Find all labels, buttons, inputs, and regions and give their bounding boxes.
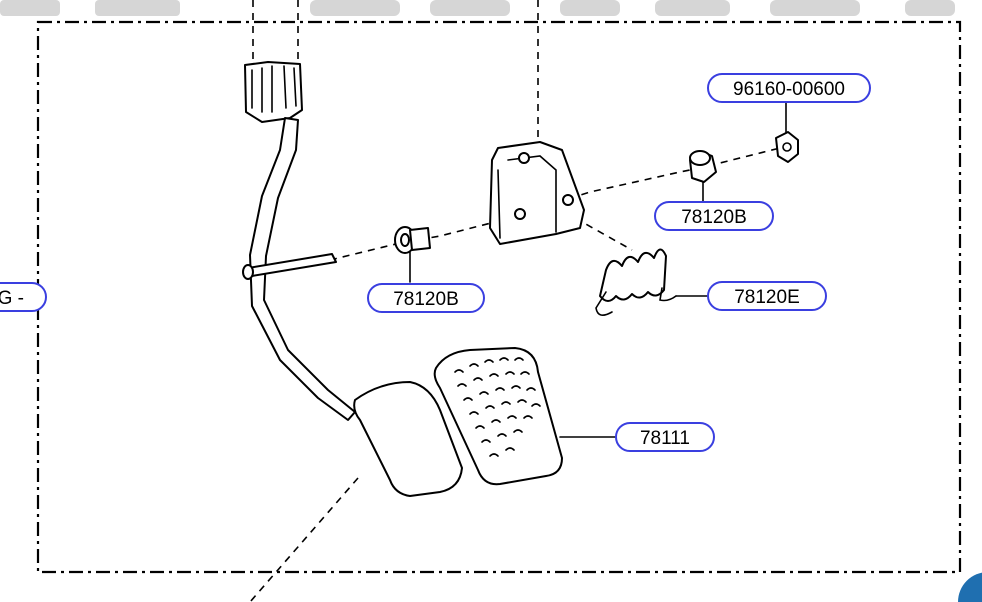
pedal-bracket	[489, 141, 585, 245]
right-bushing	[689, 150, 717, 183]
retaining-nut	[775, 131, 799, 163]
callout-label: 78120B	[681, 207, 747, 228]
callout-78111[interactable]: 78111	[615, 422, 715, 452]
watermark	[0, 0, 955, 16]
left-bushing	[394, 226, 431, 254]
corner-badge[interactable]	[958, 572, 982, 602]
callout-label: 78111	[640, 428, 690, 449]
callout-label: 78120B	[393, 289, 459, 310]
callout-label: 96160-00600	[733, 79, 845, 100]
torsion-spring	[595, 248, 677, 316]
pedal-plate	[353, 381, 463, 497]
pedal-pad-rubber	[433, 347, 563, 486]
callout-left-partial[interactable]: G -	[0, 282, 47, 312]
callout-78120b-left[interactable]: 78120B	[367, 283, 485, 313]
callout-leader-lines	[409, 99, 787, 438]
pedal-arm	[242, 61, 356, 421]
diagram-frame	[36, 20, 962, 574]
spring-leader-line	[574, 217, 633, 251]
top-leader-lines	[252, 0, 539, 150]
callout-label: 78120E	[734, 287, 800, 308]
callout-78120b-right[interactable]: 78120B	[654, 201, 774, 231]
bottom-leader-line	[249, 477, 359, 602]
callout-78120e[interactable]: 78120E	[707, 281, 827, 311]
callout-96160-00600[interactable]: 96160-00600	[707, 73, 871, 103]
callout-label: G -	[0, 288, 24, 309]
